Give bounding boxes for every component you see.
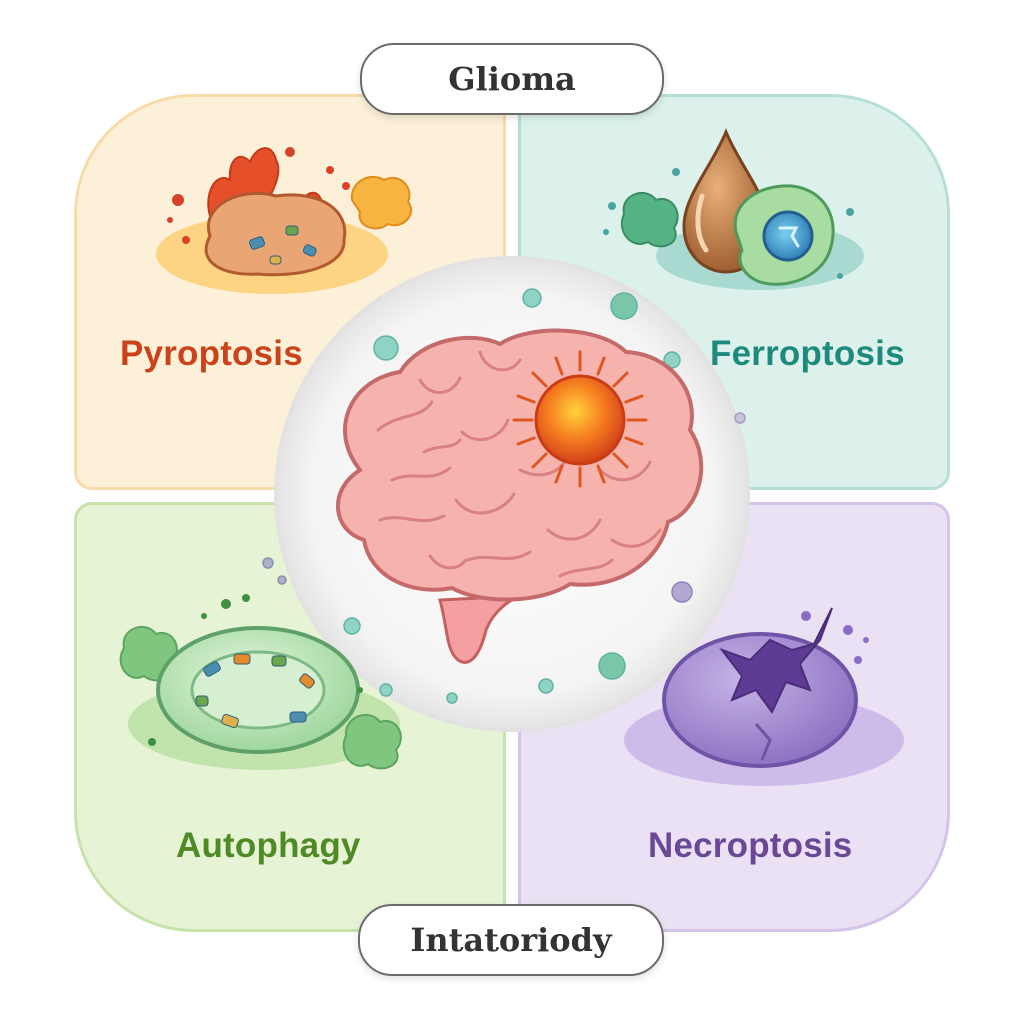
autophagosome-cell-icon: [119, 594, 402, 770]
ruptured-cell-icon: [624, 607, 904, 786]
footer-pill: Intatoriody: [358, 904, 664, 976]
iron-droplet-cell-icon: [603, 128, 864, 290]
particles: [262, 288, 746, 704]
label-ferroptosis: Ferroptosis: [710, 334, 905, 373]
brain-tumor-icon: [335, 328, 704, 664]
label-necroptosis: Necroptosis: [648, 826, 853, 865]
label-pyroptosis: Pyroptosis: [120, 334, 303, 373]
label-autophagy: Autophagy: [176, 826, 361, 865]
title-pill: Glioma: [360, 43, 664, 115]
inflamed-cell-icon: [156, 147, 413, 294]
